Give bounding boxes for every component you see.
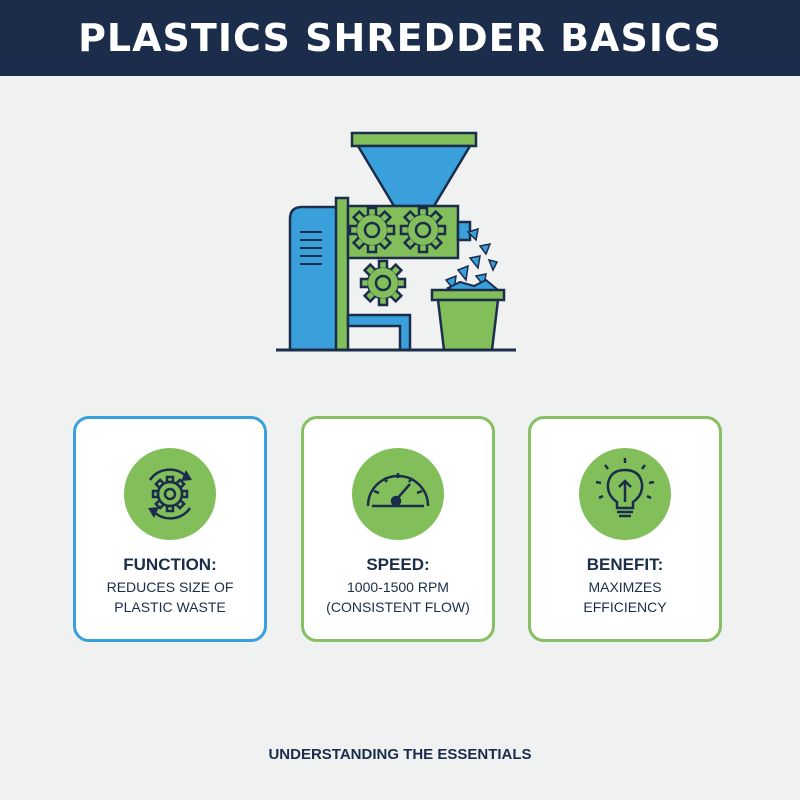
benefit-badge [579, 448, 671, 540]
benefit-line-2: EFFICIENCY [583, 599, 667, 615]
function-title: FUNCTION: [123, 555, 217, 574]
header-bar: PLASTICS SHREDDER BASICS [0, 0, 800, 76]
hopper [350, 131, 478, 208]
speed-line-2: (CONSISTENT FLOW) [326, 599, 470, 615]
gear-top-left-icon [348, 206, 396, 254]
speedometer-icon [366, 473, 430, 508]
benefit-description: MAXIMZES EFFICIENCY [535, 577, 715, 617]
function-line-1: REDUCES SIZE OF [106, 579, 234, 595]
function-badge [124, 448, 216, 540]
function-card: FUNCTION: REDUCES SIZE OF PLASTIC WASTE [73, 416, 267, 642]
speed-title: SPEED: [366, 555, 430, 574]
gear-bottom-icon [359, 259, 407, 307]
lightbulb-icon [595, 458, 655, 518]
page-title: PLASTICS SHREDDER BASICS [78, 16, 722, 60]
benefit-title: BENEFIT: [586, 555, 664, 574]
function-description: REDUCES SIZE OF PLASTIC WASTE [80, 577, 260, 617]
speed-line-1: 1000-1500 RPM [347, 579, 449, 595]
collection-bin [430, 278, 506, 352]
speed-card: SPEED: 1000-1500 RPM (CONSISTENT FLOW) [301, 416, 495, 642]
footer-caption: UNDERSTANDING THE ESSENTIALS [268, 746, 532, 763]
speed-description: 1000-1500 RPM (CONSISTENT FLOW) [308, 577, 488, 617]
speed-badge [352, 448, 444, 540]
motor-housing [288, 205, 342, 352]
benefit-card: BENEFIT: MAXIMZES EFFICIENCY [528, 416, 722, 642]
gear-cycle-icon [148, 468, 192, 520]
gear-top-right-icon [399, 206, 447, 254]
benefit-line-1: MAXIMZES [588, 579, 662, 595]
plastic-pieces [444, 227, 499, 292]
function-line-2: PLASTIC WASTE [114, 599, 226, 615]
